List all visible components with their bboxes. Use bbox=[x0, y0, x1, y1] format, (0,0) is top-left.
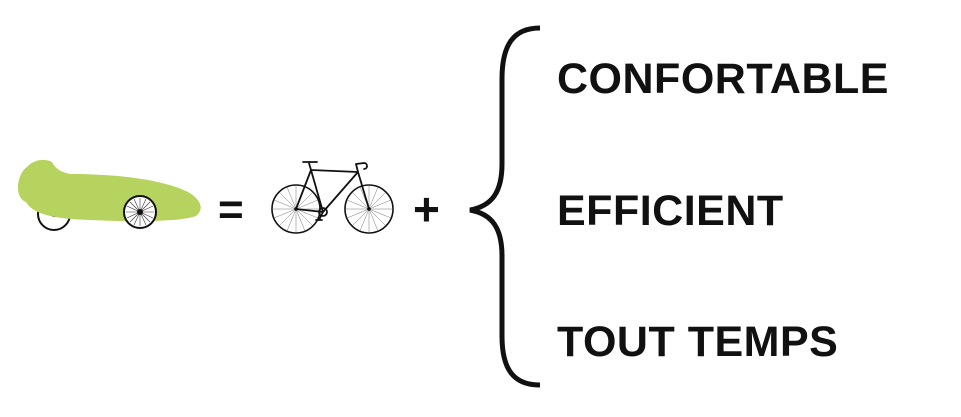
benefit-confortable: CONFORTABLE bbox=[557, 55, 889, 103]
velomobile-icon bbox=[17, 159, 201, 231]
velomobile-body bbox=[17, 159, 201, 222]
bicycle-icon bbox=[271, 161, 394, 234]
curly-brace-icon bbox=[469, 25, 541, 388]
bicycle-frame bbox=[295, 169, 370, 213]
plus-sign: + bbox=[413, 183, 440, 235]
benefit-tout-temps: TOUT TEMPS bbox=[557, 318, 839, 366]
equals-sign: = bbox=[218, 185, 244, 234]
velomobile-front-wheel bbox=[123, 195, 157, 229]
benefit-efficient: EFFICIENT bbox=[557, 187, 784, 235]
